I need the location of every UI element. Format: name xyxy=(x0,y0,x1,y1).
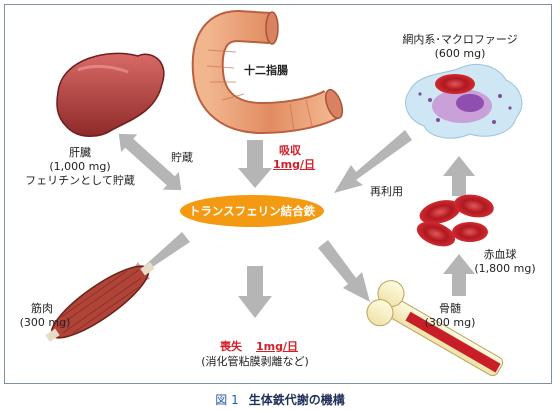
arrow-marrow-to-rbc xyxy=(443,254,475,296)
bone-marrow-amount: (300 mg) xyxy=(424,316,476,329)
absorption-value: 1mg/日 xyxy=(273,158,316,171)
arrow-reuse xyxy=(334,130,412,193)
muscle-illustration xyxy=(45,262,155,342)
absorption-label: 吸収 xyxy=(279,144,301,157)
arrow-absorption xyxy=(238,140,272,188)
muscle-amount: (300 mg) xyxy=(19,316,71,329)
reuse-label: 再利用 xyxy=(370,185,403,198)
liver-note: フェリチンとして貯蔵 xyxy=(25,174,135,187)
figure-number: 図 1 xyxy=(215,393,239,407)
rbc-amount: (1,800 mg) xyxy=(474,262,536,275)
bone-marrow-name: 骨髄 xyxy=(439,302,461,315)
duodenum-illustration xyxy=(191,9,344,135)
loss-note: (消化管粘膜剥離など) xyxy=(201,355,309,368)
reticulo-name: 網内系･マクロファージ xyxy=(402,33,518,46)
arrow-liver-storage xyxy=(118,133,182,191)
transferrin-label: トランスフェリン結合鉄 xyxy=(188,204,316,218)
rbc-name: 赤血球 xyxy=(483,248,517,261)
loss-value: 1mg/日 xyxy=(256,340,299,353)
arrow-to-marrow xyxy=(318,240,370,302)
storage-label: 貯蔵 xyxy=(171,151,193,164)
liver-illustration xyxy=(56,52,165,137)
transferrin-ellipse xyxy=(180,195,324,227)
duodenum-label: 十二指腸 xyxy=(244,64,288,77)
arrow-rbc-to-macrophage xyxy=(443,156,475,196)
liver-name: 肝臓 xyxy=(69,146,91,159)
bone-illustration xyxy=(366,280,504,377)
arrow-loss xyxy=(238,266,272,318)
figure-caption: 図 1 生体鉄代謝の機構 xyxy=(0,391,560,408)
reticulo-amount: (600 mg) xyxy=(434,47,486,60)
figure-title: 生体鉄代謝の機構 xyxy=(248,393,345,407)
muscle-name: 筋肉 xyxy=(31,302,53,315)
liver-amount: (1,000 mg) xyxy=(49,160,111,173)
loss-label: 喪失 xyxy=(220,340,242,353)
macrophage-illustration xyxy=(405,64,523,139)
rbc-illustration xyxy=(416,194,494,247)
